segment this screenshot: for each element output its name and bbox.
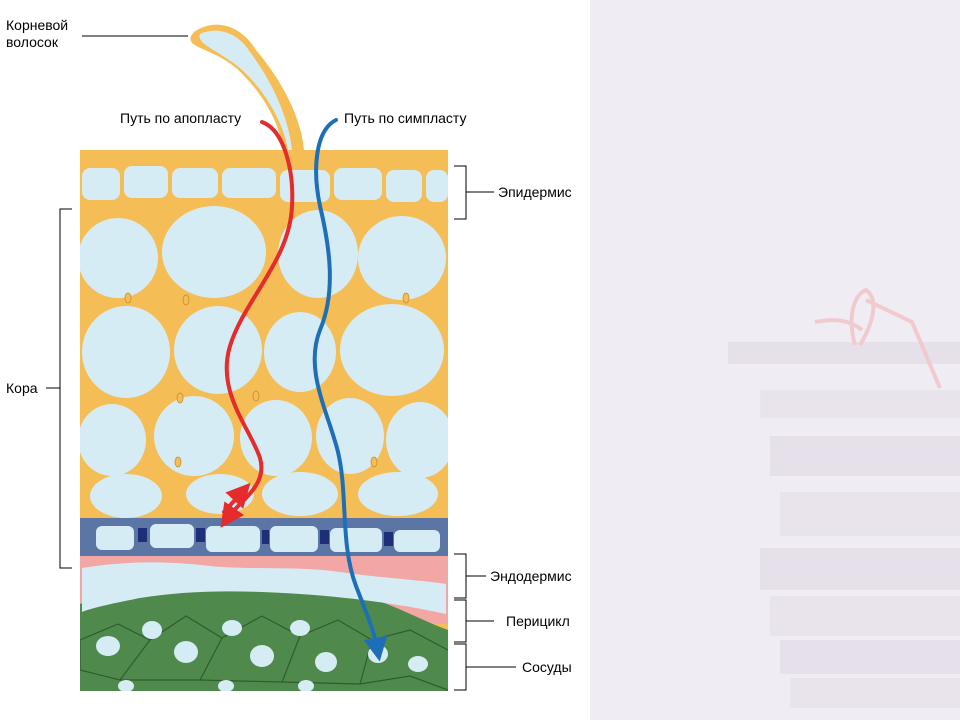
apoplast-arrow — [220, 120, 295, 528]
plasmodesmata — [124, 292, 410, 468]
symplast-arrow — [312, 118, 388, 662]
epidermis-label: Эпидермис — [498, 184, 572, 200]
vessels-bracket — [454, 643, 516, 691]
epidermis-bracket — [454, 165, 494, 220]
apoplast-arrow-return — [222, 482, 251, 514]
endodermis-bracket — [454, 553, 486, 599]
symplast-path-label: Путь по симпласту — [344, 110, 466, 126]
tissue-block — [80, 150, 448, 691]
casparian-strips — [138, 528, 393, 546]
root-hair-label-line1: Корневой — [6, 17, 68, 33]
vessels-label: Сосуды — [522, 659, 572, 675]
endodermis-label: Эндодермис — [490, 568, 572, 584]
pericycle-label: Перицикл — [506, 613, 570, 629]
pathways — [220, 118, 388, 662]
epidermis-layer — [80, 150, 448, 210]
leaders — [46, 35, 516, 691]
root-hair — [190, 24, 304, 152]
cortex-cells — [80, 206, 448, 518]
pericycle-layer — [80, 556, 448, 691]
root-hair-label-line2: волосок — [6, 34, 59, 50]
labels: Корневой волосок Путь по апопласту Путь … — [6, 17, 572, 675]
background-panel — [590, 0, 960, 720]
book-stack-illustration — [728, 287, 960, 708]
cortex-bracket — [46, 208, 72, 569]
cortex-label: Кора — [6, 380, 38, 396]
apoplast-path-label: Путь по апопласту — [120, 110, 241, 126]
pericycle-bracket — [454, 599, 494, 643]
